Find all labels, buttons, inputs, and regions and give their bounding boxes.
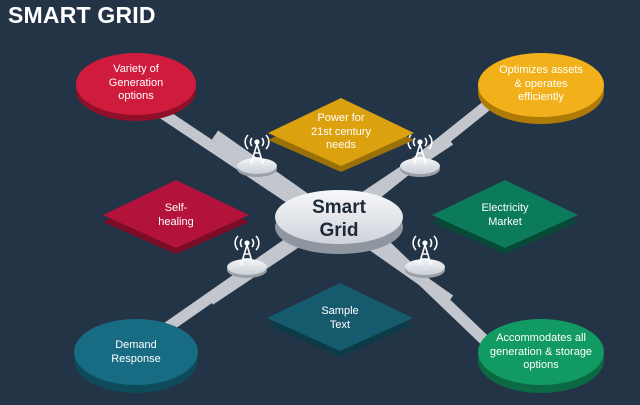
node-accommodates-shape [478,319,604,393]
center-hub-line1: Smart [312,197,366,218]
tower-disc-4 [405,259,445,278]
node-power-shape [268,98,414,172]
beam-top-left [146,100,304,210]
tower-icon [244,134,270,165]
node-self-healing-shape [103,180,249,254]
node-market-shape [432,180,578,254]
node-sample-shape [267,283,413,357]
center-hub-shape [275,190,403,254]
tower-icon [407,134,433,165]
tower-disc-2 [400,158,440,177]
center-hub-label: Smart Grid [279,196,399,242]
node-variety-shape [76,53,196,121]
tower-disc-1 [237,158,277,177]
node-optimizes-shape [478,53,604,124]
center-hub-line2: Grid [319,220,359,241]
tower-disc-3 [227,259,267,278]
tower-icon [234,235,260,266]
node-demand-shape [74,319,198,393]
tower-icon [412,235,438,266]
slide-title: SMART GRID [8,2,156,28]
